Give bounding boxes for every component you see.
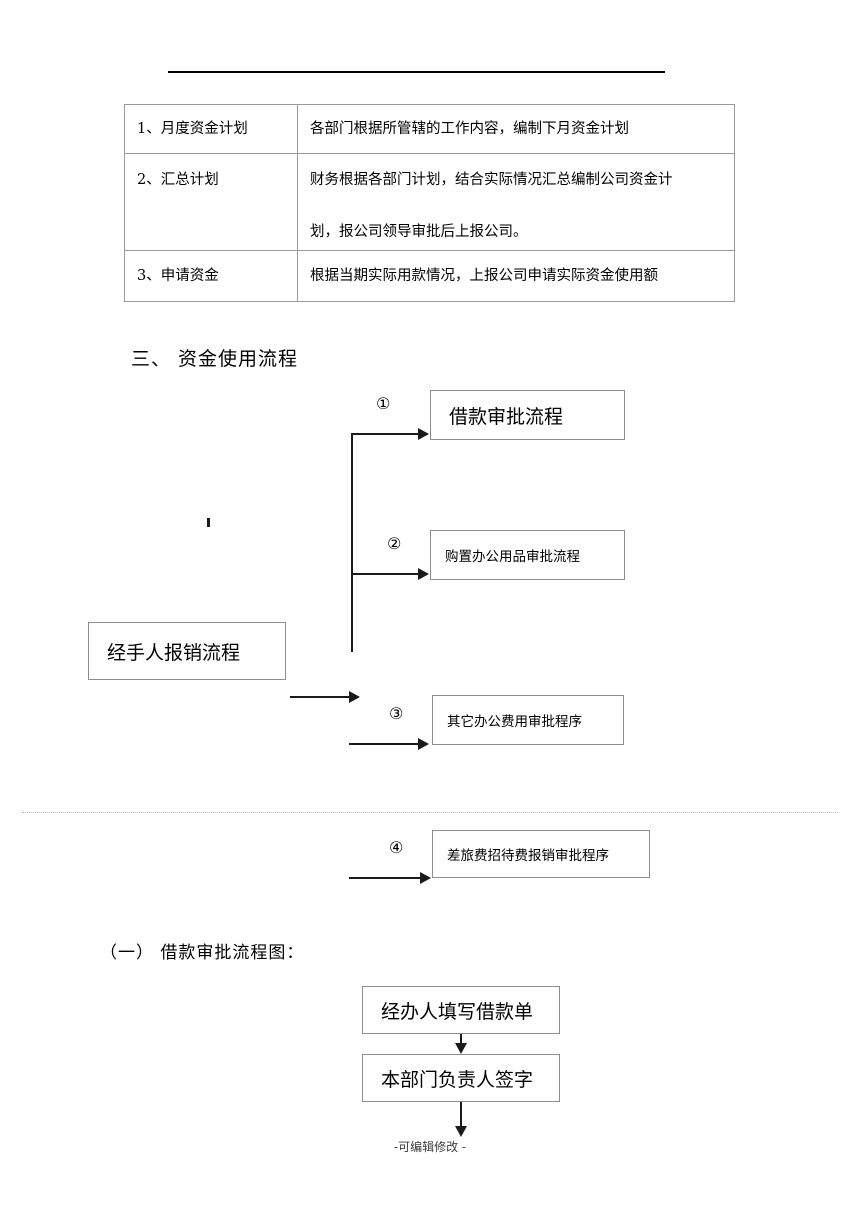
connector-branch-2 (351, 573, 419, 575)
page-separator-dotted (22, 812, 838, 813)
connector-trunk-vertical (351, 434, 353, 652)
arrow-down-icon (455, 1126, 467, 1137)
branch-marker-1: ① (376, 394, 391, 413)
connector-branch-4 (349, 877, 421, 879)
arrow-right-icon (349, 691, 360, 703)
footer-note: -可编辑修改 - (394, 1140, 466, 1154)
connector-branch-1 (351, 433, 419, 435)
arrow-right-icon (418, 738, 429, 750)
flow-box-branch-4: 差旅费招待费报销审批程序 (432, 830, 650, 878)
connector-stub-middle (290, 696, 350, 698)
table-cell-label: 3、申请资金 (124, 250, 298, 302)
flow-step-box-1: 经办人填写借款单 (362, 986, 560, 1034)
flow-box-source: 经手人报销流程 (88, 622, 286, 680)
arrow-right-icon (418, 568, 429, 580)
funding-plan-table: 1、月度资金计划 各部门根据所管辖的工作内容，编制下月资金计划 2、汇总计划 财… (124, 104, 735, 302)
table-row: 2、汇总计划 财务根据各部门计划，结合实际情况汇总编制公司资金计 划，报公司领导… (124, 153, 735, 251)
flow-box-branch-1: 借款审批流程 (430, 390, 625, 440)
table-cell-description: 各部门根据所管辖的工作内容，编制下月资金计划 (297, 104, 735, 154)
flow-box-branch-3: 其它办公费用审批程序 (432, 695, 624, 745)
table-row: 1、月度资金计划 各部门根据所管辖的工作内容，编制下月资金计划 (124, 104, 735, 154)
table-cell-description: 财务根据各部门计划，结合实际情况汇总编制公司资金计 划，报公司领导审批后上报公司… (297, 153, 735, 251)
arrow-right-icon (418, 428, 429, 440)
table-cell-description: 根据当期实际用款情况，上报公司申请实际资金使用额 (297, 250, 735, 302)
branch-marker-3: ③ (389, 704, 404, 723)
connector-step-1-to-2 (460, 1034, 462, 1045)
arrow-down-icon (455, 1043, 467, 1054)
arrow-right-icon (420, 872, 431, 884)
flow-step-box-2: 本部门负责人签字 (362, 1054, 560, 1102)
top-horizontal-rule (168, 71, 665, 73)
branch-marker-2: ② (387, 534, 402, 553)
section-one-heading: （一） 借款审批流程图： (100, 943, 305, 963)
branch-marker-4: ④ (389, 838, 404, 857)
connector-step-2-onward (460, 1102, 462, 1128)
table-cell-description-line2: 划，报公司领导审批后上报公司。 (310, 224, 528, 241)
connector-branch-3 (349, 743, 419, 745)
flow-box-branch-2: 购置办公用品审批流程 (430, 530, 625, 580)
table-cell-label: 1、月度资金计划 (124, 104, 298, 154)
section-three-heading: 三、 资金使用流程 (131, 348, 299, 370)
stray-ink-mark (207, 518, 210, 527)
table-cell-description-line1: 财务根据各部门计划，结合实际情况汇总编制公司资金计 (310, 172, 673, 188)
table-row: 3、申请资金 根据当期实际用款情况，上报公司申请实际资金使用额 (124, 250, 735, 302)
table-cell-label: 2、汇总计划 (124, 153, 298, 251)
